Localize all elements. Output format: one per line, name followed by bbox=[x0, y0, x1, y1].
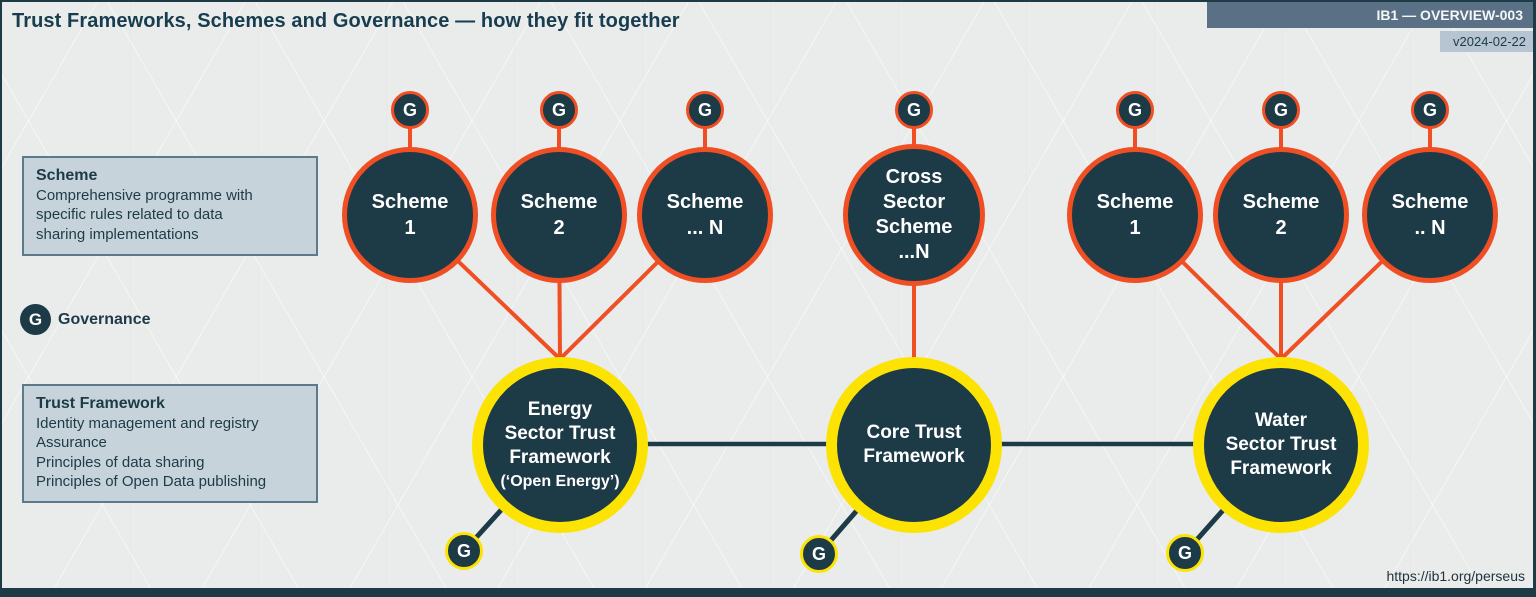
framework-label: Energy Sector Trust Framework bbox=[504, 399, 616, 468]
document-id-badge: IB1 — OVERVIEW-003 bbox=[1207, 2, 1533, 28]
page-title: Trust Frameworks, Schemes and Governance… bbox=[12, 10, 680, 32]
trust-framework-definition-heading: Trust Framework bbox=[36, 395, 165, 412]
framework-node-energy: Energy Sector Trust Framework (‘Open Ene… bbox=[472, 357, 648, 533]
governance-icon: G bbox=[686, 91, 724, 129]
governance-icon: G bbox=[895, 91, 933, 129]
governance-icon: G bbox=[1411, 91, 1449, 129]
governance-icon: G bbox=[800, 535, 838, 573]
framework-label: Core Trust Framework bbox=[863, 422, 965, 467]
framework-node-water: Water Sector Trust Framework bbox=[1193, 357, 1369, 533]
source-url: https://ib1.org/perseus bbox=[1386, 568, 1525, 584]
scheme-node-water-2: Scheme 2 bbox=[1213, 147, 1349, 283]
governance-icon: G bbox=[1262, 91, 1300, 129]
scheme-node-energy-2: Scheme 2 bbox=[491, 147, 627, 283]
governance-icon: G bbox=[1116, 91, 1154, 129]
governance-legend: G Governance bbox=[20, 304, 150, 335]
scheme-definition-box: Scheme Comprehensive programme with spec… bbox=[22, 156, 318, 256]
scheme-node-water-n: Scheme .. N bbox=[1362, 147, 1498, 283]
framework-node-core: Core Trust Framework bbox=[826, 357, 1002, 533]
governance-icon: G bbox=[540, 91, 578, 129]
trust-framework-definition-box: Trust Framework Identity management and … bbox=[22, 384, 318, 503]
scheme-node-cross-sector: Cross Sector Scheme ...N bbox=[843, 144, 985, 286]
scheme-definition-body: Comprehensive programme with specific ru… bbox=[36, 186, 253, 243]
version-badge: v2024-02-22 bbox=[1440, 31, 1533, 52]
governance-legend-icon: G bbox=[20, 304, 51, 335]
governance-icon: G bbox=[391, 91, 429, 129]
scheme-node-energy-1: Scheme 1 bbox=[342, 147, 478, 283]
scheme-node-energy-n: Scheme ... N bbox=[637, 147, 773, 283]
governance-icon: G bbox=[1166, 534, 1204, 572]
governance-icon: G bbox=[445, 532, 483, 570]
governance-legend-label: Governance bbox=[58, 310, 151, 328]
framework-label: Water Sector Trust Framework bbox=[1225, 410, 1337, 479]
framework-sublabel: (‘Open Energy’) bbox=[500, 473, 620, 490]
trust-framework-definition-body: Identity management and registry Assuran… bbox=[36, 414, 267, 491]
scheme-definition-heading: Scheme bbox=[36, 167, 98, 184]
scheme-node-water-1: Scheme 1 bbox=[1067, 147, 1203, 283]
